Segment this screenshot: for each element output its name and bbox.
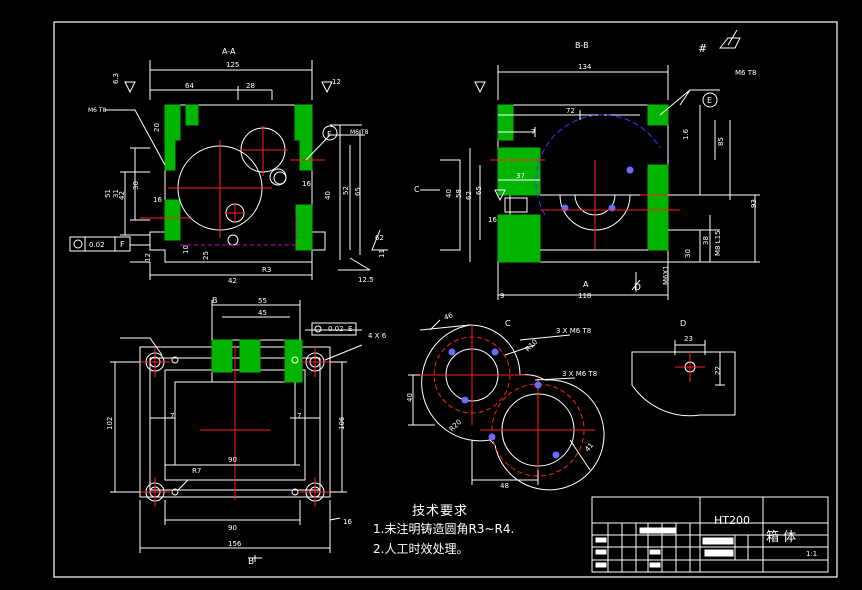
dim-aa-4: 6.3 bbox=[112, 73, 120, 84]
dim-c-6: 48 bbox=[500, 482, 509, 490]
dim-aa-20: R3 bbox=[262, 266, 271, 274]
dim-b-7: R7 bbox=[192, 467, 201, 475]
dim-bb-11: 38 bbox=[702, 236, 710, 245]
label-arrow-c: C bbox=[414, 185, 420, 194]
dim-b-1: 45 bbox=[258, 309, 267, 317]
dim-bb-17: M6X1 bbox=[662, 265, 670, 285]
leader-aa-1: M6 T8 bbox=[88, 107, 107, 114]
dim-aa-14: 11 bbox=[378, 249, 386, 258]
dim-b-3: 7 bbox=[297, 412, 301, 420]
dim-bb-2: 7 bbox=[531, 128, 535, 136]
dim-b-11: 4 X 6 bbox=[368, 332, 387, 340]
dim-aa-11: 12 bbox=[144, 253, 152, 262]
dim-bb-0: 134 bbox=[578, 63, 592, 71]
dim-c-3: 3 X M6 T8 bbox=[562, 370, 597, 378]
dim-aa-23: 0.02 bbox=[89, 241, 105, 249]
dim-d-0: 23 bbox=[684, 335, 693, 343]
dim-c-0: 46 bbox=[443, 311, 455, 322]
datum-aa-circle: F bbox=[327, 130, 332, 139]
dim-bb-18: M8 L15 bbox=[714, 230, 722, 256]
label-view-aa: A-A bbox=[222, 47, 236, 56]
dim-b-2: 7 bbox=[170, 412, 174, 420]
dim-aa-7: 31 bbox=[112, 189, 120, 198]
view-d bbox=[631, 340, 736, 417]
dim-aa-3: 12 bbox=[332, 78, 341, 86]
title-block bbox=[591, 496, 829, 573]
label-view-bb: B-B bbox=[575, 41, 589, 50]
material-text: HT200 bbox=[714, 514, 750, 527]
dim-bb-7: 65 bbox=[475, 186, 483, 195]
dim-aa-12: 10 bbox=[182, 245, 190, 254]
view-b bbox=[110, 300, 363, 562]
dim-aa-2: 28 bbox=[246, 82, 255, 90]
dim-aa-17: 52 bbox=[342, 186, 350, 195]
label-view-b: B bbox=[212, 296, 218, 305]
dim-bb-16: M6 T8 bbox=[735, 69, 756, 77]
dim-bb-4: 40 bbox=[445, 189, 453, 198]
dim-aa-22: 16 bbox=[302, 180, 311, 188]
dim-c-7: 41 bbox=[583, 441, 595, 453]
dim-aa-1: 64 bbox=[185, 82, 194, 90]
dim-bb-9: 85 bbox=[717, 137, 725, 146]
tech-requirements-line-2: 2.人工时效处理。 bbox=[373, 542, 469, 556]
dim-bb-12: 30 bbox=[684, 249, 692, 258]
dim-aa-18: 65 bbox=[354, 187, 362, 196]
dim-bb-3: 37 bbox=[516, 172, 525, 180]
dim-bb-13: 118 bbox=[578, 292, 591, 300]
leader-aa-2: M6 T8 bbox=[350, 129, 369, 136]
dim-b-4: 90 bbox=[228, 456, 237, 464]
label-arrow-d: D bbox=[634, 283, 641, 293]
dim-aa-21: 12.5 bbox=[358, 276, 374, 284]
view-aa bbox=[69, 60, 388, 280]
dim-aa-5: 20 bbox=[153, 123, 161, 132]
view-bb bbox=[420, 65, 760, 300]
dim-c-1: 3 X M6 T8 bbox=[556, 327, 591, 335]
dim-b-0: 55 bbox=[258, 297, 267, 305]
part-name-text: 箱 体 bbox=[766, 530, 797, 545]
dim-bb-8: 16 bbox=[488, 216, 497, 224]
dim-aa-19: 62 bbox=[375, 234, 384, 242]
dim-b-9: 102 bbox=[106, 417, 114, 430]
dim-aa-10: 16 bbox=[153, 196, 162, 204]
dim-bb-5: 58 bbox=[455, 189, 463, 198]
tech-requirements-title: 技术要求 bbox=[412, 504, 469, 519]
dim-d-1: 22 bbox=[714, 366, 722, 375]
scale-text: 1:1 bbox=[806, 550, 818, 558]
dim-b-12: 0.02 bbox=[328, 325, 344, 333]
dim-bb-6: 62 bbox=[465, 191, 473, 200]
dim-aa-9: 30 bbox=[132, 181, 140, 190]
dim-aa-8: 42 bbox=[118, 191, 126, 200]
view-c bbox=[408, 319, 605, 491]
datum-aa-f: F bbox=[120, 240, 125, 249]
dim-bb-10: 93 bbox=[750, 199, 758, 208]
dim-aa-15: 42 bbox=[228, 277, 237, 285]
label-top-symbol: # bbox=[698, 42, 707, 55]
dim-aa-16: 40 bbox=[324, 191, 332, 200]
dim-bb-14: 9 bbox=[500, 292, 504, 300]
drawing-border bbox=[53, 21, 838, 578]
dim-aa-0: 125 bbox=[226, 61, 239, 69]
label-view-c: C bbox=[505, 319, 511, 328]
dim-b-8: 16 bbox=[343, 518, 352, 526]
datum-bb-e: E bbox=[707, 96, 712, 105]
label-arrow-a: A bbox=[583, 280, 589, 289]
dim-b-5: 90 bbox=[228, 524, 237, 532]
dim-bb-19: 1.6 bbox=[682, 128, 690, 140]
tech-requirements-line-1: 1.未注明铸造圆角R3~R4. bbox=[373, 522, 515, 536]
roughness-symbol bbox=[718, 29, 741, 49]
dim-c-4: 40 bbox=[406, 393, 414, 402]
dim-b-13: E bbox=[348, 325, 352, 333]
label-arrow-b: B bbox=[248, 557, 254, 567]
dim-b-6: 156 bbox=[228, 540, 242, 548]
dim-aa-13: 25 bbox=[202, 251, 210, 260]
dim-b-10: 106 bbox=[338, 416, 346, 430]
dim-aa-6: 51 bbox=[104, 189, 112, 198]
dim-bb-1: 72 bbox=[566, 107, 575, 115]
label-view-d: D bbox=[680, 319, 686, 328]
